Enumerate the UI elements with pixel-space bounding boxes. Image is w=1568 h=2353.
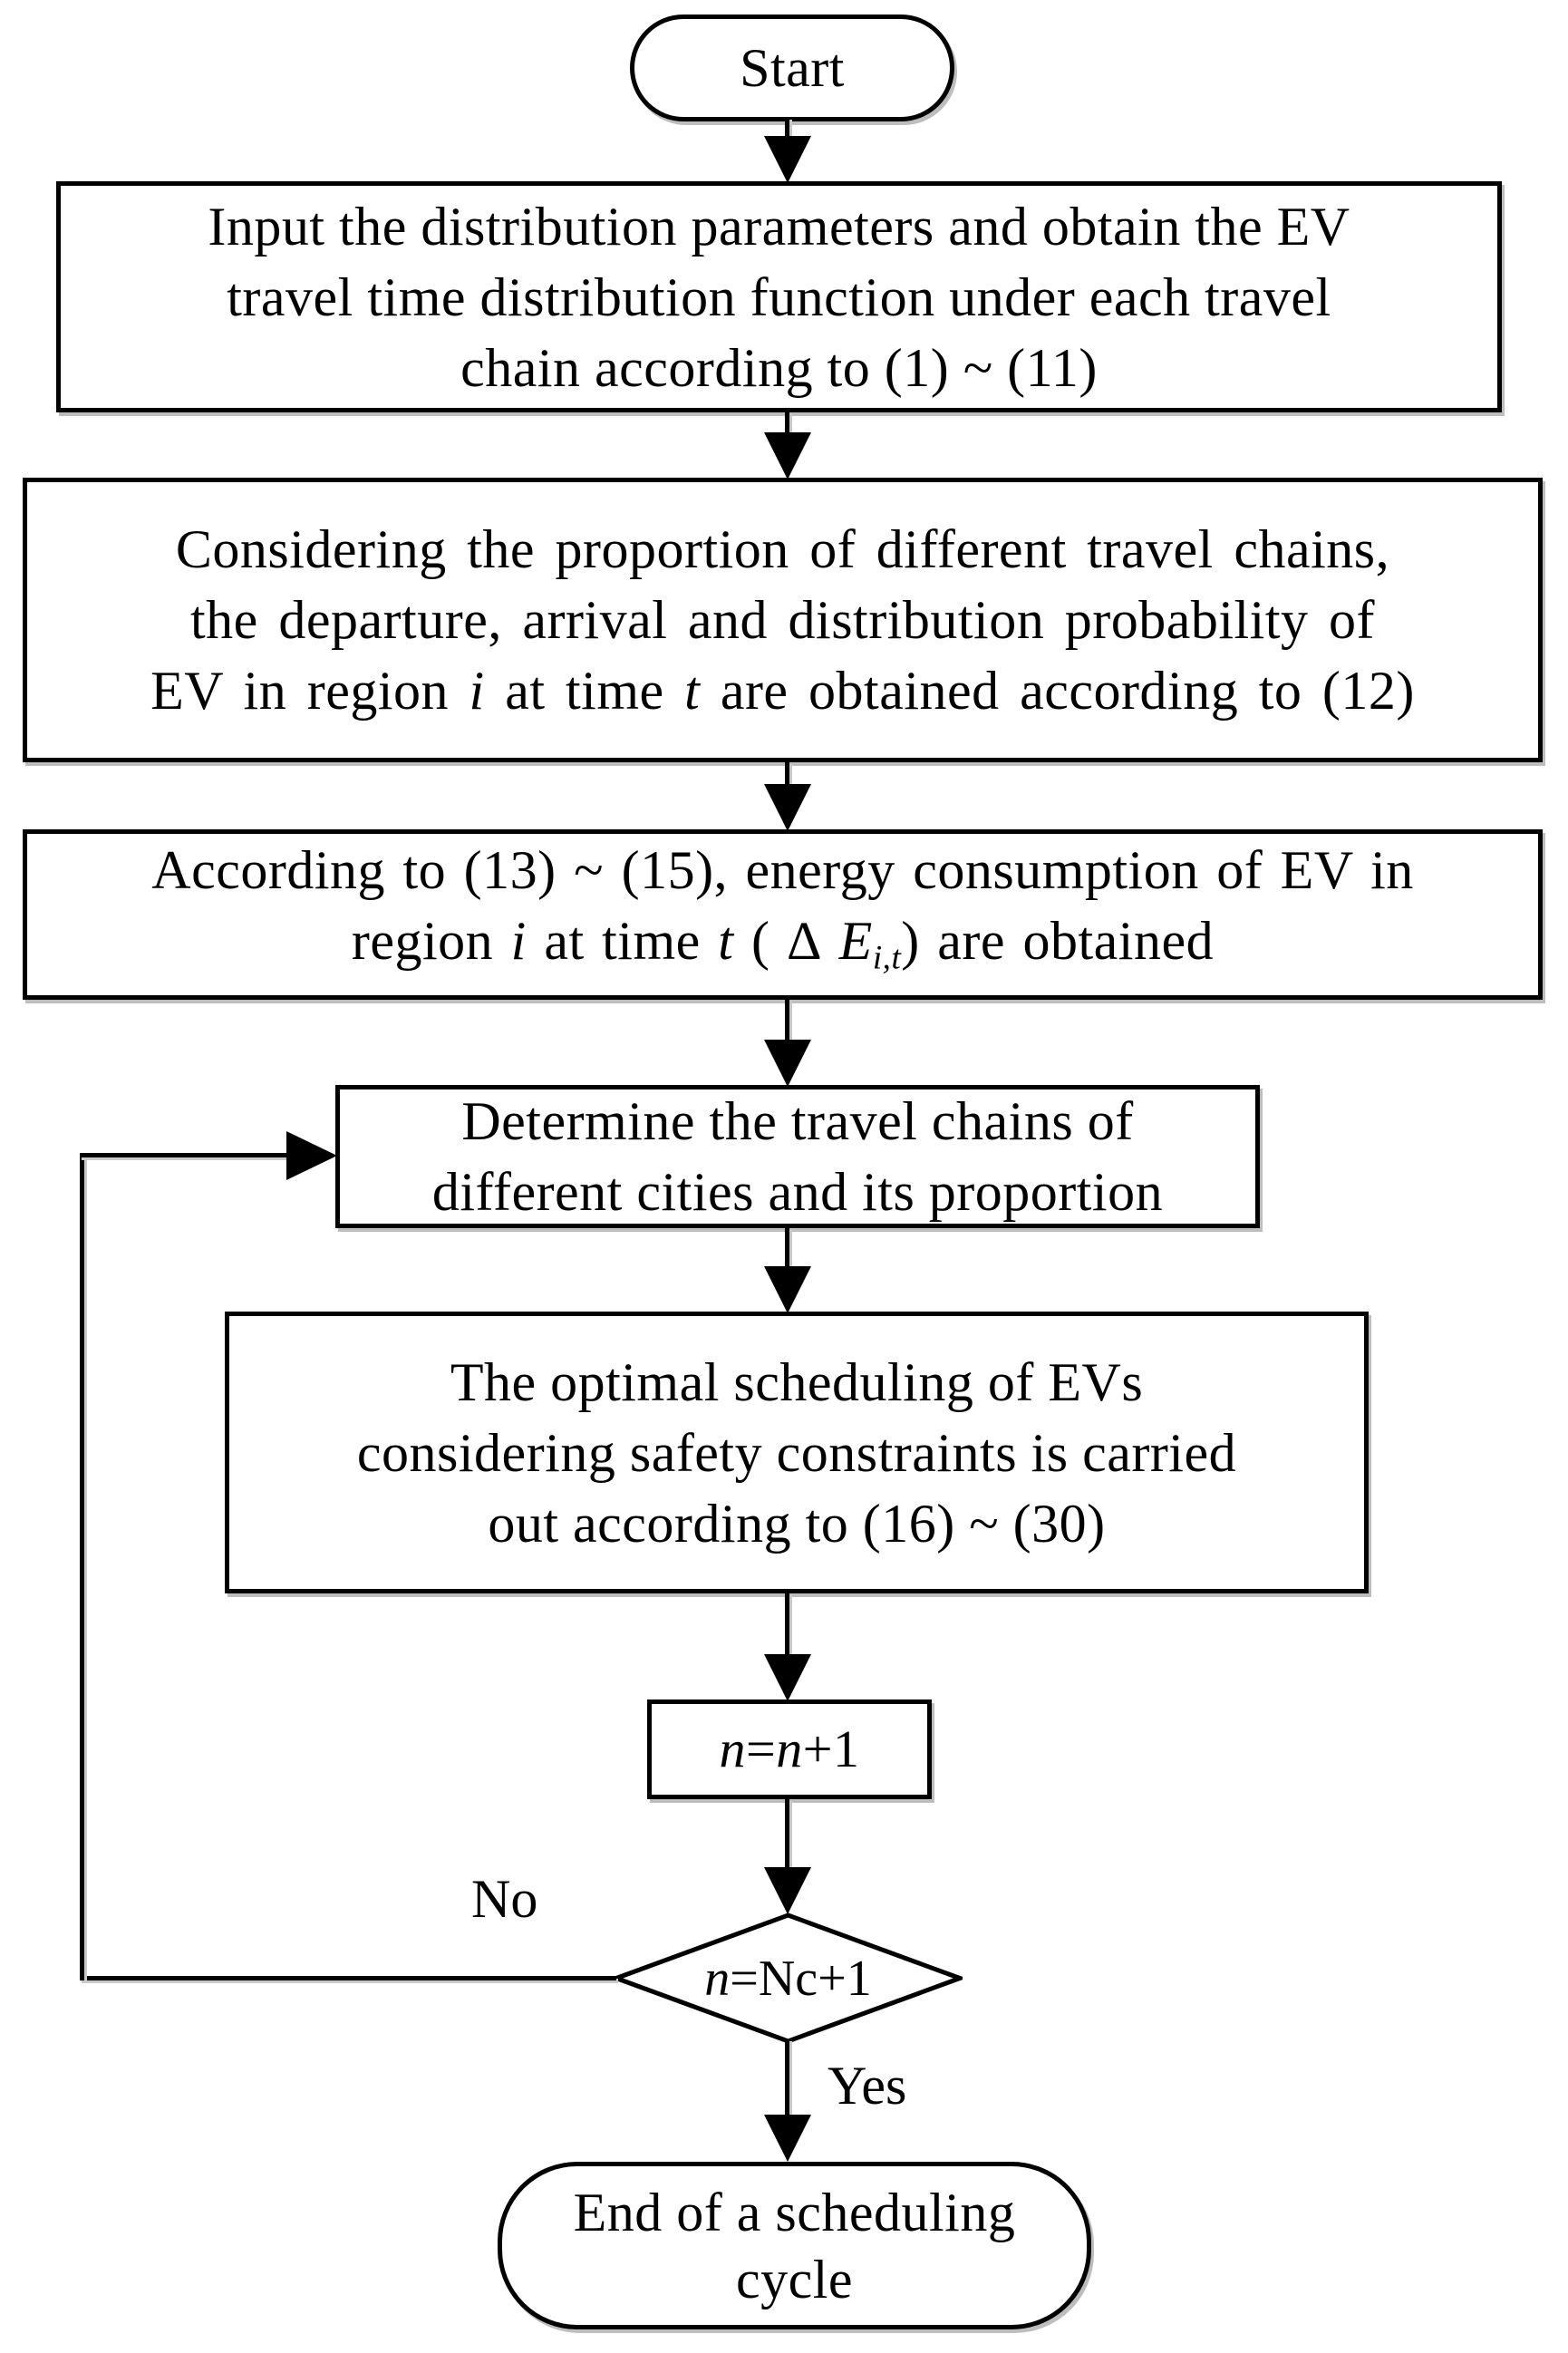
start-label: Start: [740, 38, 845, 98]
arrowhead-right-icon: [286, 1131, 337, 1180]
arrowhead-down-icon: [764, 2115, 811, 2162]
process-text: Considering the proportion of different …: [150, 519, 1415, 721]
arrowhead-down-icon: [764, 136, 811, 183]
arrow-step6-to-decision-line: [785, 1799, 789, 1874]
decision-text: n=Nc+1: [704, 1950, 872, 2007]
edge-label-yes: Yes: [828, 2056, 907, 2116]
arrowhead-down-icon: [764, 784, 811, 831]
arrowhead-down-icon: [764, 432, 811, 479]
process-text: n=n+1: [719, 1719, 860, 1778]
process-increment-n: n=n+1: [647, 1699, 932, 1799]
process-energy-consumption: According to (13) ~ (15), energy consump…: [23, 829, 1543, 1000]
arrowhead-down-icon: [764, 1040, 811, 1087]
arrow-step5-to-step6-line: [785, 1593, 789, 1659]
process-text: According to (13) ~ (15), energy consump…: [151, 840, 1414, 977]
loop-line-top: [80, 1153, 288, 1157]
decision-n-equals-nc-plus-1: n=Nc+1: [614, 1912, 963, 2044]
arrowhead-down-icon: [764, 1867, 811, 1914]
arrow-step4-to-step5-line: [785, 1228, 789, 1272]
arrow-step3-to-step4-line: [785, 1000, 789, 1045]
process-text: Input the distribution parameters and ob…: [208, 196, 1350, 398]
arrow-step2-to-step3-line: [785, 762, 789, 788]
arrow-step1-to-step2-line: [785, 412, 789, 440]
loop-line-bottom: [80, 1976, 616, 1980]
start-terminator: Start: [630, 15, 954, 121]
arrowhead-down-icon: [764, 1654, 811, 1701]
arrow-decision-to-end-line: [785, 2039, 789, 2119]
arrowhead-down-icon: [764, 1266, 811, 1313]
process-departure-arrival-probability: Considering the proportion of different …: [23, 478, 1543, 762]
loop-line-left: [80, 1153, 84, 1980]
process-input-distribution-parameters: Input the distribution parameters and ob…: [56, 181, 1502, 412]
edge-label-no: No: [471, 1869, 538, 1929]
